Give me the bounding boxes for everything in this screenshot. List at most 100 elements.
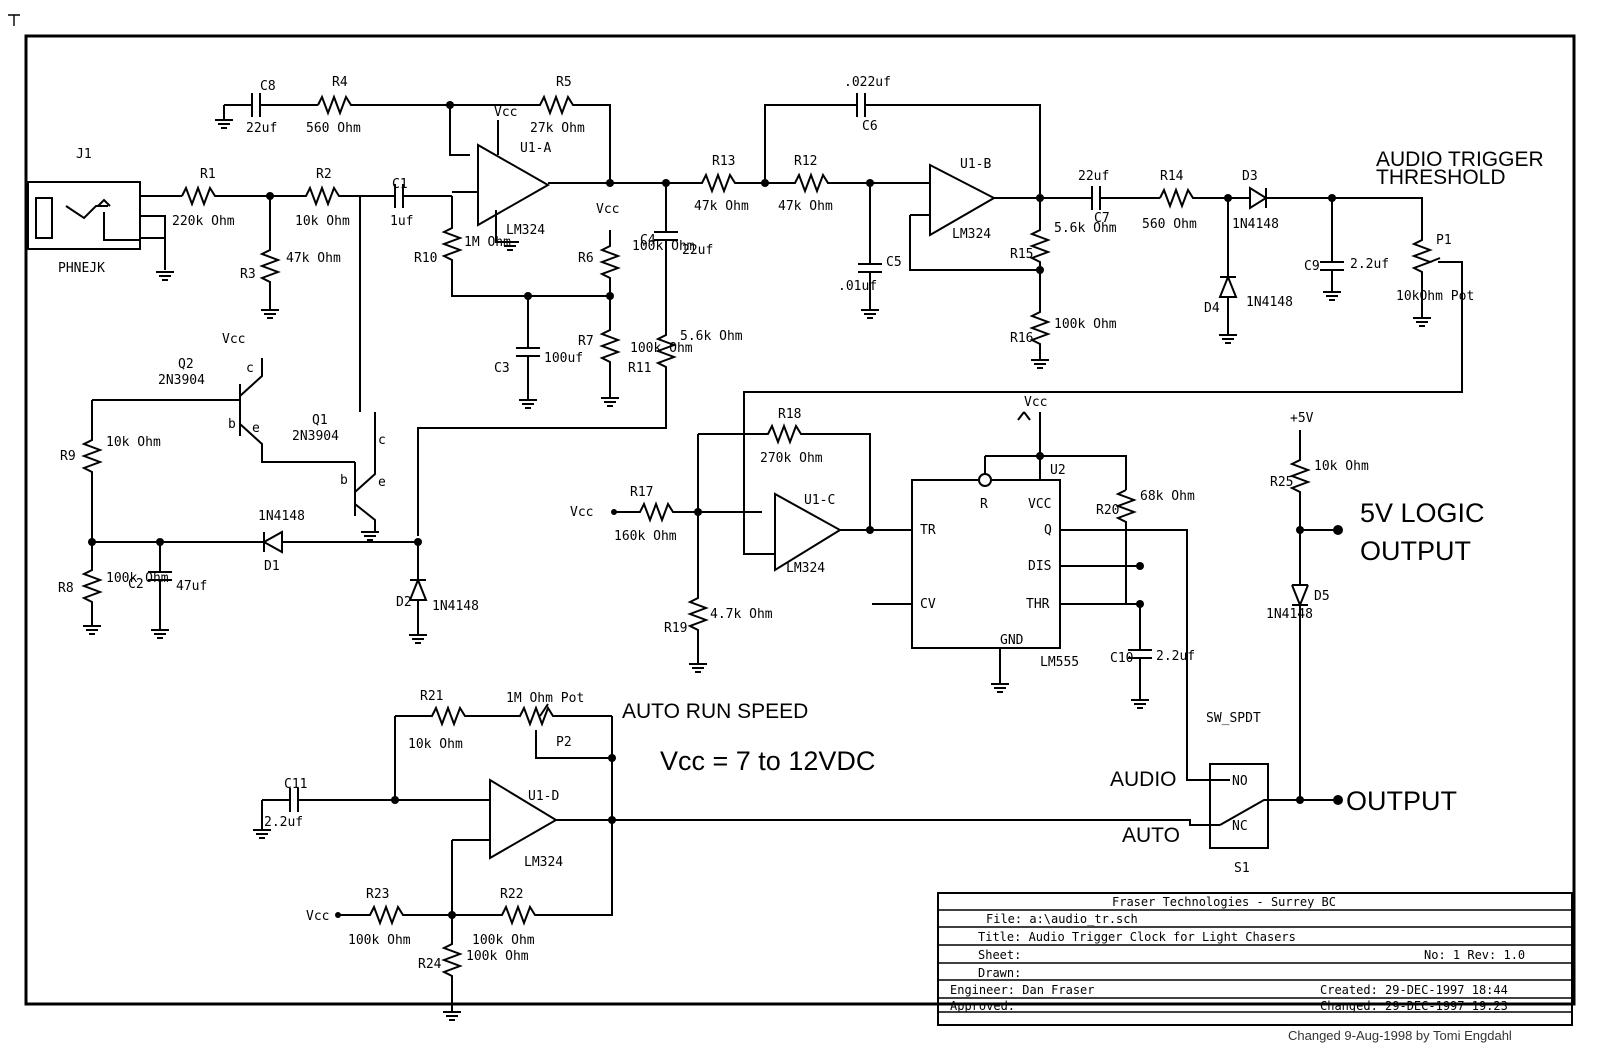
label-r12: R12 <box>794 154 817 169</box>
output-label: OUTPUT <box>1346 786 1457 816</box>
label-s1: S1 <box>1234 861 1250 876</box>
label-lm555: LM555 <box>1040 655 1079 670</box>
label-r25: R25 <box>1270 475 1293 490</box>
label-d4-type: 1N4148 <box>1246 295 1293 310</box>
label-plus5v: +5V <box>1290 411 1314 426</box>
label-r11: R11 <box>628 361 651 376</box>
label-q1-type: 2N3904 <box>292 429 339 444</box>
label-r12-val: 47k Ohm <box>778 199 833 214</box>
label-r22-val: 100k Ohm <box>472 933 535 948</box>
label-c1: C1 <box>392 177 408 192</box>
pin-cv: CV <box>920 597 936 612</box>
sheet-border <box>24 34 1576 1006</box>
label-vcc-r17: Vcc <box>570 505 593 520</box>
pin-thr: THR <box>1026 597 1050 612</box>
label-c8: C8 <box>260 79 276 94</box>
label-u1d-type: LM324 <box>524 855 563 870</box>
wires <box>27 93 1463 1012</box>
label-r9-val: 10k Ohm <box>106 435 161 450</box>
label-c5: C5 <box>886 255 902 270</box>
label-vcc-r23: Vcc <box>306 909 329 924</box>
label-u2: U2 <box>1050 463 1066 478</box>
label-r8: R8 <box>58 581 74 596</box>
label-r13: R13 <box>712 154 735 169</box>
label-c10-val: 2.2uf <box>1156 649 1195 664</box>
tb-title: Title: Audio Trigger Clock for Light Cha… <box>978 930 1296 944</box>
label-q2-b: b <box>228 417 236 432</box>
tb-engineer: Engineer: Dan Fraser <box>950 983 1095 997</box>
label-r9: R9 <box>60 449 76 464</box>
pin-gnd: GND <box>1000 633 1024 648</box>
label-r24: R24 <box>418 957 442 972</box>
label-vcc-u2: Vcc <box>1024 395 1047 410</box>
label-r1-val: 220k Ohm <box>172 214 235 229</box>
pin-dis: DIS <box>1028 559 1051 574</box>
label-d5-type: 1N4148 <box>1266 607 1313 622</box>
logic-output-title: 5V LOGIC <box>1360 498 1485 528</box>
label-c10: C10 <box>1110 651 1133 666</box>
label-c2: C2 <box>128 577 144 592</box>
tb-company: Fraser Technologies - Surrey BC <box>1112 895 1336 909</box>
label-u1a-type: LM324 <box>506 223 545 238</box>
label-c3-val: 100uf <box>544 351 583 366</box>
label-r21-val: 10k Ohm <box>408 737 463 752</box>
label-q1-c: c <box>378 433 386 448</box>
label-j1-type: PHNEJK <box>58 261 105 276</box>
label-c7: C7 <box>1094 211 1110 226</box>
label-q1-b: b <box>340 473 348 488</box>
label-vcc-q2: Vcc <box>222 332 245 347</box>
label-c2-val: 47uf <box>176 579 207 594</box>
label-c6-val: .022uf <box>844 75 891 90</box>
label-r16-val: 100k Ohm <box>1054 317 1117 332</box>
pin-tr: TR <box>920 523 936 538</box>
label-q2-type: 2N3904 <box>158 373 205 388</box>
label-r5: R5 <box>556 75 572 90</box>
label-r7-val: 100k Ohm <box>630 341 693 356</box>
label-r2-val: 10k Ohm <box>295 214 350 229</box>
label-r6-val: 100k Ohm <box>632 239 695 254</box>
label-u1c-type: LM324 <box>786 561 825 576</box>
label-q1-e: e <box>378 475 386 490</box>
label-c9-val: 2.2uf <box>1350 257 1389 272</box>
pin-no: NO <box>1232 774 1248 789</box>
label-s1-type: SW_SPDT <box>1206 711 1261 726</box>
label-c4: C4 <box>640 233 656 248</box>
label-r10-val: 1M Ohm <box>464 235 511 250</box>
label-r5-val: 27k Ohm <box>530 121 585 136</box>
label-p2: P2 <box>556 735 572 750</box>
label-d2: D2 <box>396 595 412 610</box>
label-r23: R23 <box>366 887 389 902</box>
label-r8-val: 100k Ohm <box>106 571 169 586</box>
credit-line: Changed 9-Aug-1998 by Tomi Engdahl <box>1288 1028 1512 1043</box>
label-r20-val: 68k Ohm <box>1140 489 1195 504</box>
label-r16: R16 <box>1010 331 1033 346</box>
label-d1: D1 <box>264 559 280 574</box>
tb-drawn: Drawn: <box>978 966 1021 980</box>
label-u1d: U1-D <box>528 789 559 804</box>
label-d4: D4 <box>1204 301 1220 316</box>
label-q2-c: c <box>246 361 254 376</box>
junction-dots <box>88 101 1343 919</box>
label-r19-val: 4.7k Ohm <box>710 607 773 622</box>
audio-label: AUDIO <box>1110 768 1177 791</box>
label-u1b-type: LM324 <box>952 227 991 242</box>
label-d1-type: 1N4148 <box>258 509 305 524</box>
label-r10: R10 <box>414 251 437 266</box>
tb-changed: Changed: 29-DEC-1997 19:23 <box>1320 999 1508 1013</box>
label-r19: R19 <box>664 621 687 636</box>
label-r22: R22 <box>500 887 523 902</box>
pin-r: R <box>980 497 988 512</box>
pin-vcc: VCC <box>1028 497 1051 512</box>
title-block: Fraser Technologies - Surrey BC File: a:… <box>937 892 1573 1026</box>
tb-approved: Approved: <box>950 999 1015 1013</box>
corner-mark <box>8 14 20 26</box>
label-q2: Q2 <box>178 357 194 372</box>
tb-created: Created: 29-DEC-1997 18:44 <box>1320 983 1508 997</box>
label-r6: R6 <box>578 251 594 266</box>
audio-trigger-threshold: THRESHOLD <box>1376 166 1506 189</box>
label-u1c: U1-C <box>804 493 835 508</box>
label-p1-val: 10kOhm Pot <box>1396 289 1474 304</box>
label-r24-val: 100k Ohm <box>466 949 529 964</box>
tb-sheet: Sheet: <box>978 948 1021 962</box>
